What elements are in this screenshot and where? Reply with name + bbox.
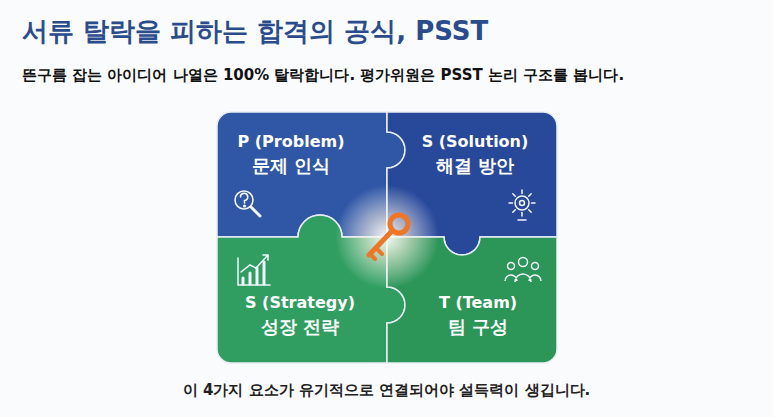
- puzzle-piece: S (Strategy) 성장 전략: [217, 237, 387, 363]
- piece-heading: S (Solution): [415, 132, 535, 151]
- growth-chart-icon: [238, 255, 270, 285]
- piece-text-box: P (Problem) 문제 인식: [233, 132, 349, 178]
- piece-body: 성장 전략: [240, 315, 360, 339]
- team-icon: [505, 258, 541, 283]
- puzzle-piece: T (Team) 팀 구성: [387, 237, 557, 363]
- subtitle-text: 뜬구름 잡는 아이디어 나열은 100% 탈락합니다. 평가위원은 PSST 논…: [22, 66, 624, 85]
- piece-heading: T (Team): [418, 293, 538, 312]
- piece-body: 팀 구성: [418, 315, 538, 339]
- piece-shape: [217, 215, 405, 363]
- piece-heading: S (Strategy): [240, 293, 360, 312]
- caption-text: 이 4가지 요소가 유기적으로 연결되어야 설득력이 생깁니다.: [0, 381, 773, 400]
- piece-body: 해결 방안: [415, 154, 535, 178]
- piece-shape: [387, 112, 557, 255]
- puzzle-piece: S (Solution) 해결 방안: [387, 112, 557, 237]
- piece-text-box: S (Strategy) 성장 전략: [240, 293, 360, 339]
- piece-text-box: S (Solution) 해결 방안: [415, 132, 535, 178]
- piece-body: 문제 인식: [233, 154, 349, 178]
- magnifier-icon: [235, 191, 260, 216]
- idea-gear-icon: [509, 190, 535, 220]
- center-glow: [335, 185, 439, 289]
- piece-heading: P (Problem): [233, 132, 349, 151]
- key-symbol: [369, 215, 408, 259]
- piece-text-box: T (Team) 팀 구성: [418, 293, 538, 339]
- slide-title: 서류 탈락을 피하는 합격의 공식, PSST: [22, 14, 488, 49]
- puzzle-piece: P (Problem) 문제 인식: [217, 112, 387, 237]
- piece-shape: [387, 237, 557, 363]
